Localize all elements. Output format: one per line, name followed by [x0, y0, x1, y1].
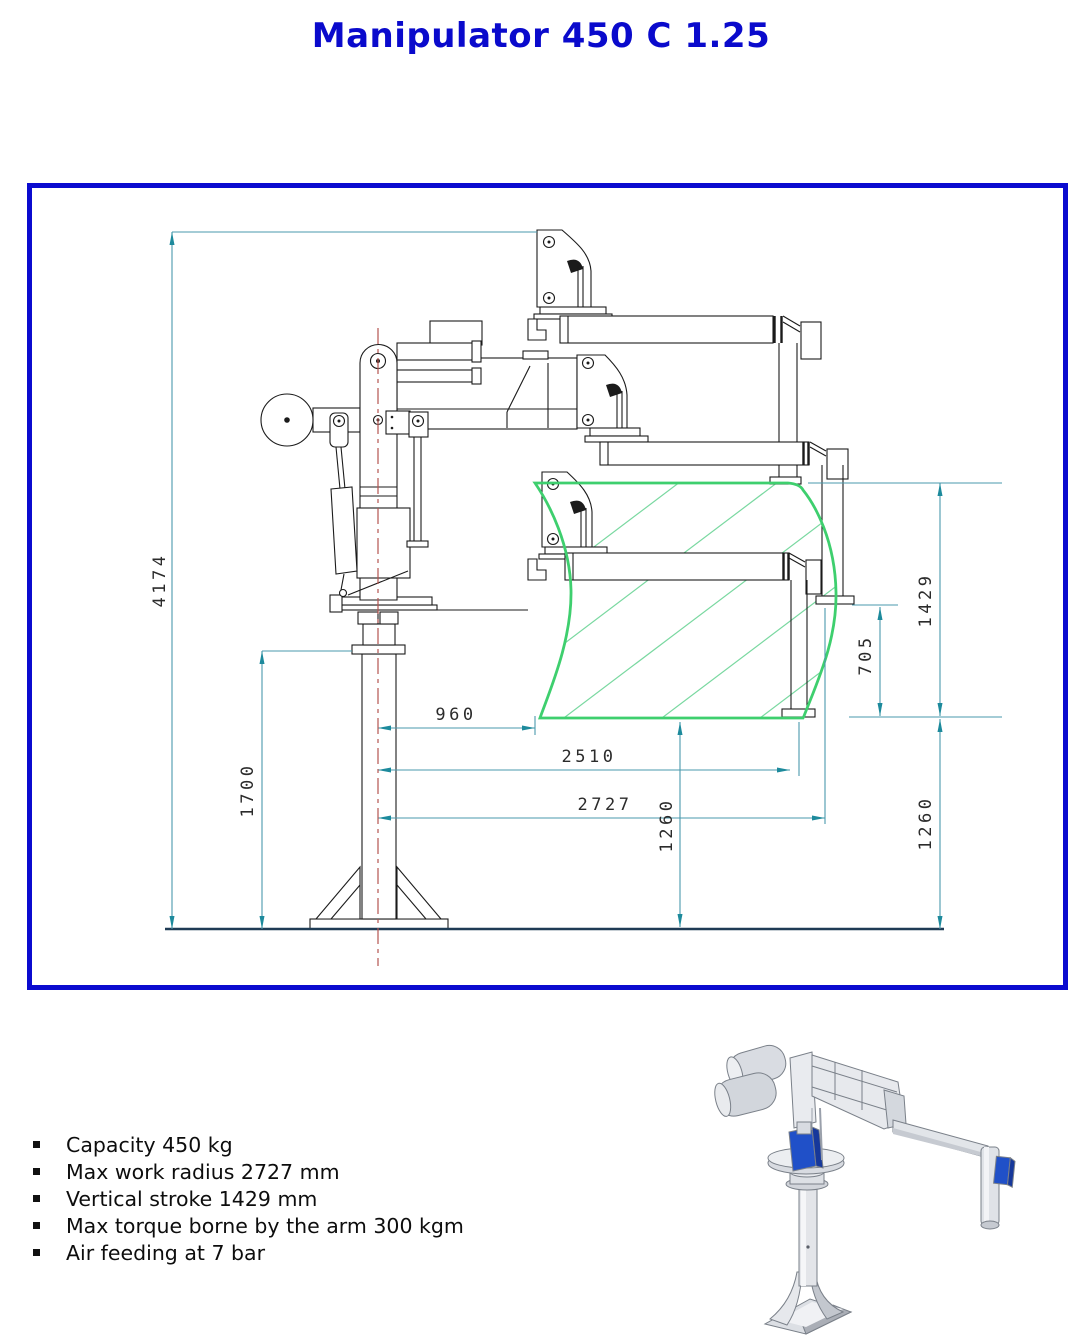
list-item: Max torque borne by the arm 300 kgm — [30, 1212, 670, 1239]
spec-vertical-stroke: Vertical stroke 1429 mm — [66, 1186, 318, 1211]
list-item: Max work radius 2727 mm — [30, 1158, 670, 1185]
dim-column-height-label: 1700 — [238, 763, 258, 818]
spec-max-torque: Max torque borne by the arm 300 kgm — [66, 1213, 464, 1238]
dim-envelope-to-ground-label: 1260 — [657, 798, 677, 853]
bullet-square-icon — [33, 1249, 40, 1256]
spec-max-work-radius: Max work radius 2727 mm — [66, 1159, 340, 1184]
dim-overall-height-label: 4174 — [150, 553, 170, 608]
arm-down-position — [527, 471, 822, 718]
manipulator-side-view — [260, 229, 855, 930]
list-item: Air feeding at 7 bar — [30, 1239, 670, 1266]
dim-down-radius-label: 2510 — [562, 747, 617, 767]
list-item: Capacity 450 kg — [30, 1131, 670, 1158]
manipulator-3d-view — [714, 1044, 1016, 1335]
dim-max-radius-label: 2727 — [578, 795, 633, 815]
drawing-frame: 4174 1700 960 2510 2727 1260 1429 705 12… — [27, 183, 1068, 990]
pedestal — [309, 594, 528, 930]
work-envelope — [532, 481, 838, 720]
bullet-square-icon — [33, 1168, 40, 1175]
dim-min-radius-label: 960 — [435, 705, 476, 725]
page-title: Manipulator 450 C 1.25 — [311, 16, 771, 56]
dim-stroke-to-ground-label: 1260 — [916, 796, 936, 851]
dimension-labels: 4174 1700 960 2510 2727 1260 1429 705 12… — [150, 553, 936, 853]
dim-vertical-stroke-label: 1429 — [916, 573, 936, 628]
dimension-arrows — [169, 232, 943, 929]
arm-top-position — [527, 229, 822, 485]
bullet-square-icon — [33, 1141, 40, 1148]
dim-lower-stroke-label: 705 — [856, 634, 876, 675]
technical-drawing-svg: 4174 1700 960 2510 2727 1260 1429 705 12… — [150, 229, 1002, 966]
list-item: Vertical stroke 1429 mm — [30, 1185, 670, 1212]
spec-air-feeding: Air feeding at 7 bar — [66, 1240, 266, 1265]
spec-capacity: Capacity 450 kg — [66, 1132, 233, 1157]
head-assembly — [260, 320, 578, 601]
bullet-square-icon — [33, 1222, 40, 1229]
dimension-lines — [171, 231, 1002, 929]
specs-list: Capacity 450 kg Max work radius 2727 mm … — [30, 1131, 670, 1266]
bullet-square-icon — [33, 1195, 40, 1202]
arm-mid-position — [576, 354, 855, 605]
